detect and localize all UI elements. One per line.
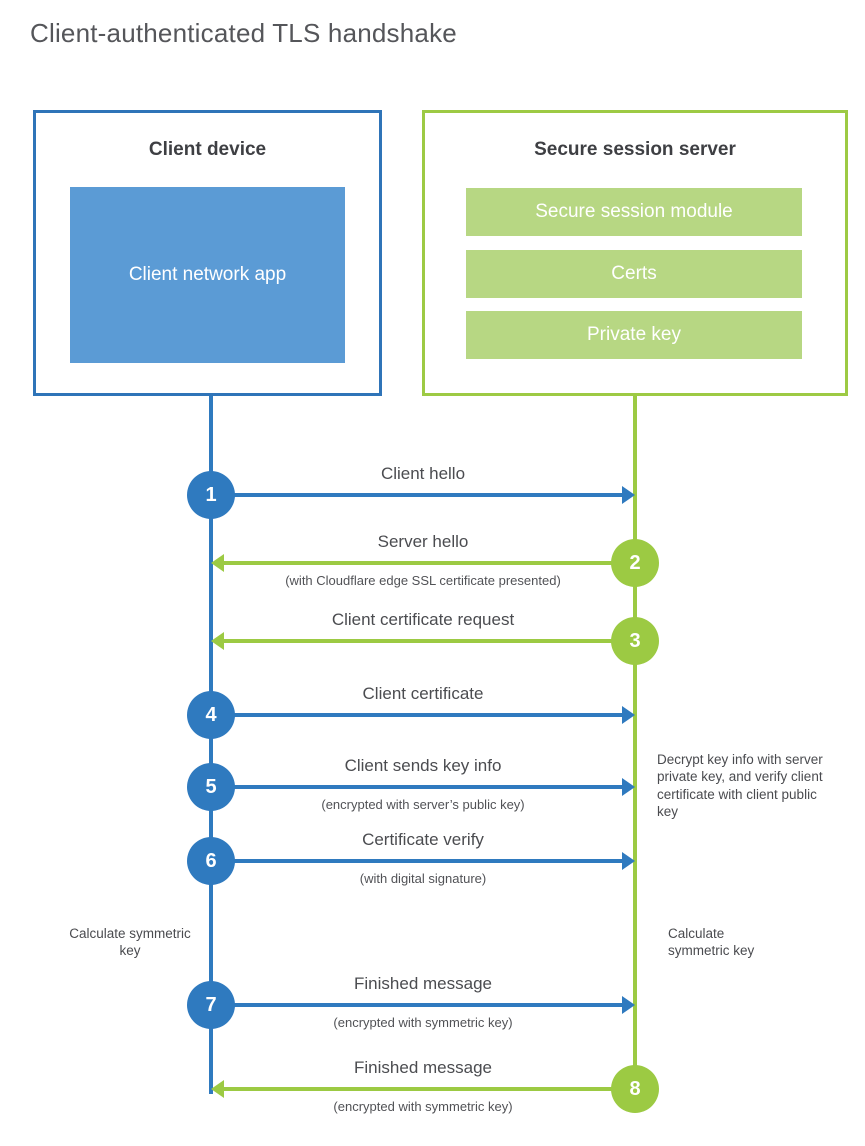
step-7-label: Finished message [354, 974, 492, 993]
step-8-sub-label: (encrypted with symmetric key) [333, 1099, 513, 1114]
step-4-arrow [211, 713, 622, 717]
step-2-arrow [224, 561, 635, 565]
step-5-label: Client sends key info [344, 756, 502, 775]
page-title: Client-authenticated TLS handshake [30, 18, 457, 48]
server-module-private-key: Private key [466, 311, 802, 359]
step-6-arrow [211, 859, 622, 863]
step-3-circle: 3 [611, 617, 659, 665]
step-6-sub-label: (with digital signature) [359, 871, 487, 886]
step-6-label: Certificate verify [362, 830, 484, 849]
arrow-left-icon [211, 1080, 224, 1098]
arrow-right-icon [622, 486, 635, 504]
step-3-label: Client certificate request [331, 610, 515, 629]
server-module-certs: Certs [466, 250, 802, 298]
calculate-symmetric-key-note-server: Calculate symmetric key [668, 926, 755, 959]
step-4-label: Client certificate [362, 684, 484, 703]
step-8-circle: 8 [611, 1065, 659, 1113]
calculate-symmetric-key-note-client: Calculate symmetric key [69, 926, 191, 959]
step-7-circle: 7 [187, 981, 235, 1029]
secure-session-server-box: Secure session server Secure session mod… [422, 110, 848, 396]
step-1-label: Client hello [380, 464, 466, 483]
step-1-circle: 1 [187, 471, 235, 519]
arrow-right-icon [622, 778, 635, 796]
arrow-right-icon [622, 852, 635, 870]
client-lifeline [209, 396, 213, 1094]
client-network-app-label: Client network app [128, 264, 287, 286]
client-device-box: Client device Client network app [33, 110, 382, 396]
client-network-app-box: Client network app [70, 187, 345, 363]
step-1-arrow [211, 493, 622, 497]
step-8-label: Finished message [354, 1058, 492, 1077]
step-5-arrow [211, 785, 622, 789]
step-2-circle: 2 [611, 539, 659, 587]
arrow-right-icon [622, 996, 635, 1014]
step-4-circle: 4 [187, 691, 235, 739]
arrow-left-icon [211, 632, 224, 650]
step-5-circle: 5 [187, 763, 235, 811]
decrypt-note: Decrypt key info with server private key… [657, 752, 823, 819]
server-lifeline [633, 396, 637, 1096]
step-8-arrow [224, 1087, 635, 1091]
step-7-arrow [211, 1003, 622, 1007]
server-module-secure-session: Secure session module [466, 188, 802, 236]
step-5-sub-label: (encrypted with server’s public key) [321, 797, 525, 812]
step-2-label: Server hello [377, 532, 469, 551]
step-3-arrow [224, 639, 635, 643]
step-2-sub-label: (with Cloudflare edge SSL certificate pr… [285, 573, 561, 588]
step-7-sub-label: (encrypted with symmetric key) [333, 1015, 513, 1030]
client-device-title: Client device [148, 139, 267, 160]
arrow-right-icon [622, 706, 635, 724]
step-6-circle: 6 [187, 837, 235, 885]
secure-session-server-title: Secure session server [534, 139, 736, 160]
arrow-left-icon [211, 554, 224, 572]
